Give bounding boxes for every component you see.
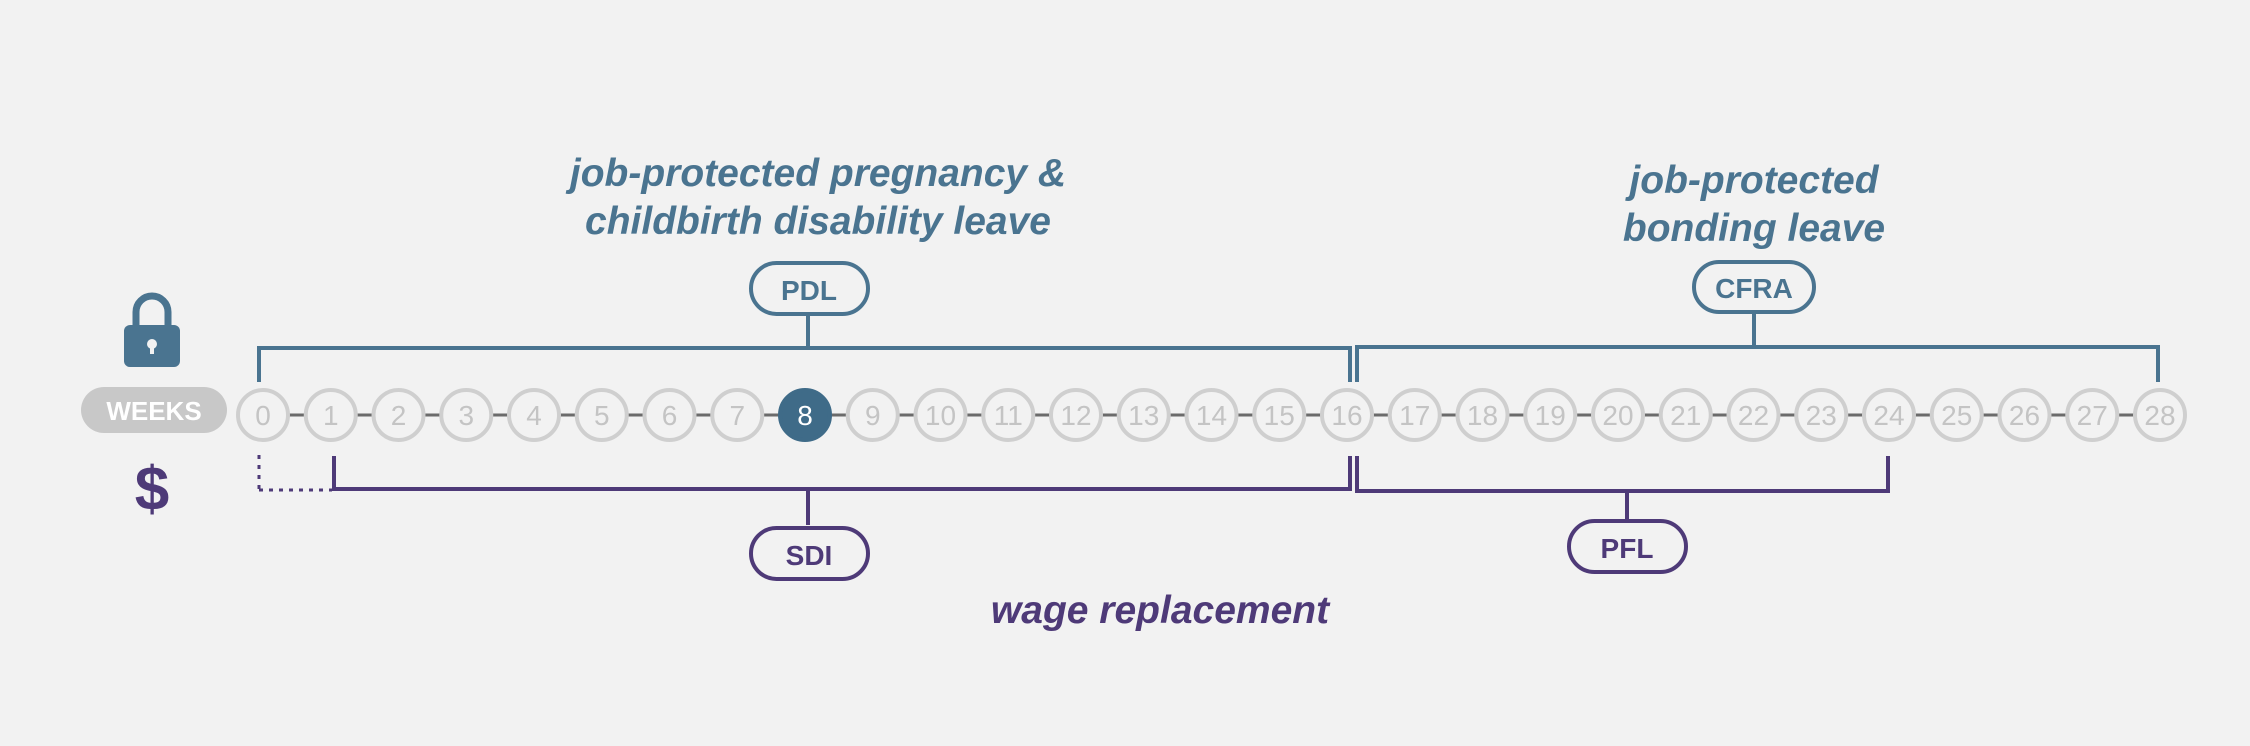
weeks-pill: WEEKS — [81, 387, 227, 433]
week-number-24: 24 — [1873, 400, 1904, 431]
week-number-12: 12 — [1060, 400, 1091, 431]
pfl-bracket — [1355, 456, 1890, 523]
week-number-25: 25 — [1941, 400, 1972, 431]
pdl-caption-line2: childbirth disability leave — [585, 200, 1051, 243]
week-number-8: 8 — [797, 400, 813, 431]
cfra-caption-line1: job-protected — [1629, 159, 1879, 202]
week-number-4: 4 — [526, 400, 542, 431]
lock-icon — [124, 292, 180, 367]
week-circle-8 — [778, 388, 832, 442]
pfl-label: PFL — [1601, 533, 1654, 564]
week-circle-15 — [1252, 388, 1307, 442]
pdl-pill: PDL — [749, 261, 870, 316]
week-number-7: 7 — [729, 400, 745, 431]
week-number-17: 17 — [1399, 400, 1430, 431]
week-number-2: 2 — [391, 400, 407, 431]
week-circle-24 — [1862, 388, 1916, 442]
week-number-11: 11 — [994, 400, 1023, 431]
week-number-28: 28 — [2144, 400, 2175, 431]
sdi-waiting-period — [257, 455, 332, 492]
cfra-caption: job-protected bonding leave — [1554, 157, 1954, 253]
week-circle-23 — [1794, 388, 1849, 442]
week-number-19: 19 — [1535, 400, 1566, 431]
pdl-label: PDL — [781, 275, 837, 306]
week-circle-27 — [2065, 388, 2120, 442]
pdl-caption: job-protected pregnancy & childbirth dis… — [520, 150, 1116, 246]
week-circle-0 — [236, 388, 290, 442]
week-number-6: 6 — [662, 400, 678, 431]
weeks-label: WEEKS — [106, 396, 201, 426]
week-number-20: 20 — [1602, 400, 1633, 431]
week-circle-1 — [303, 388, 358, 442]
week-circle-13 — [1116, 388, 1171, 442]
cfra-label: CFRA — [1715, 273, 1793, 304]
wage-replacement-caption-text: wage replacement — [990, 589, 1330, 632]
week-number-10: 10 — [925, 400, 956, 431]
week-circle-17 — [1387, 388, 1442, 442]
cfra-pill: CFRA — [1692, 260, 1816, 314]
week-circle-2 — [371, 388, 426, 442]
week-circle-9 — [845, 388, 900, 442]
week-circle-16 — [1320, 388, 1374, 442]
week-number-23: 23 — [1806, 400, 1837, 431]
week-circle-22 — [1726, 388, 1781, 442]
pdl-caption-line1: job-protected pregnancy & — [569, 152, 1067, 195]
week-circle-4 — [507, 388, 561, 442]
week-circle-14 — [1184, 388, 1239, 442]
week-circle-21 — [1658, 388, 1713, 442]
week-number-18: 18 — [1467, 400, 1498, 431]
week-circle-25 — [1929, 388, 1984, 442]
week-circle-26 — [1997, 388, 2052, 442]
week-number-0: 0 — [255, 400, 271, 431]
week-circle-12 — [1049, 388, 1103, 442]
pfl-pill: PFL — [1567, 519, 1688, 574]
week-circle-5 — [574, 388, 629, 442]
week-number-13: 13 — [1128, 400, 1159, 431]
week-circle-11 — [981, 388, 1036, 442]
week-circle-18 — [1455, 388, 1510, 442]
week-circle-20 — [1591, 388, 1645, 442]
sdi-bracket — [332, 456, 1352, 525]
week-number-5: 5 — [594, 400, 610, 431]
sdi-label: SDI — [786, 540, 833, 571]
week-number-27: 27 — [2077, 400, 2108, 431]
week-number-16: 16 — [1331, 400, 1362, 431]
week-number-3: 3 — [458, 400, 474, 431]
week-circle-28 — [2133, 388, 2187, 442]
week-circle-19 — [1523, 388, 1578, 442]
week-number-1: 1 — [323, 400, 339, 431]
week-circle-7 — [710, 388, 765, 442]
cfra-caption-line2: bonding leave — [1622, 207, 1886, 250]
week-circle-10 — [913, 388, 968, 442]
week-number-21: 21 — [1670, 400, 1701, 431]
week-number-15: 15 — [1264, 400, 1295, 431]
week-number-9: 9 — [865, 400, 881, 431]
cfra-bracket — [1355, 313, 2160, 382]
week-number-26: 26 — [2009, 400, 2040, 431]
sdi-pill: SDI — [749, 526, 870, 581]
dollar-icon: $ — [135, 455, 169, 524]
wage-replacement-caption: wage replacement — [900, 587, 1420, 635]
pdl-bracket — [257, 315, 1352, 382]
week-number-14: 14 — [1196, 400, 1227, 431]
week-number-22: 22 — [1738, 400, 1769, 431]
week-circle-3 — [439, 388, 494, 442]
week-circle-6 — [642, 388, 697, 442]
